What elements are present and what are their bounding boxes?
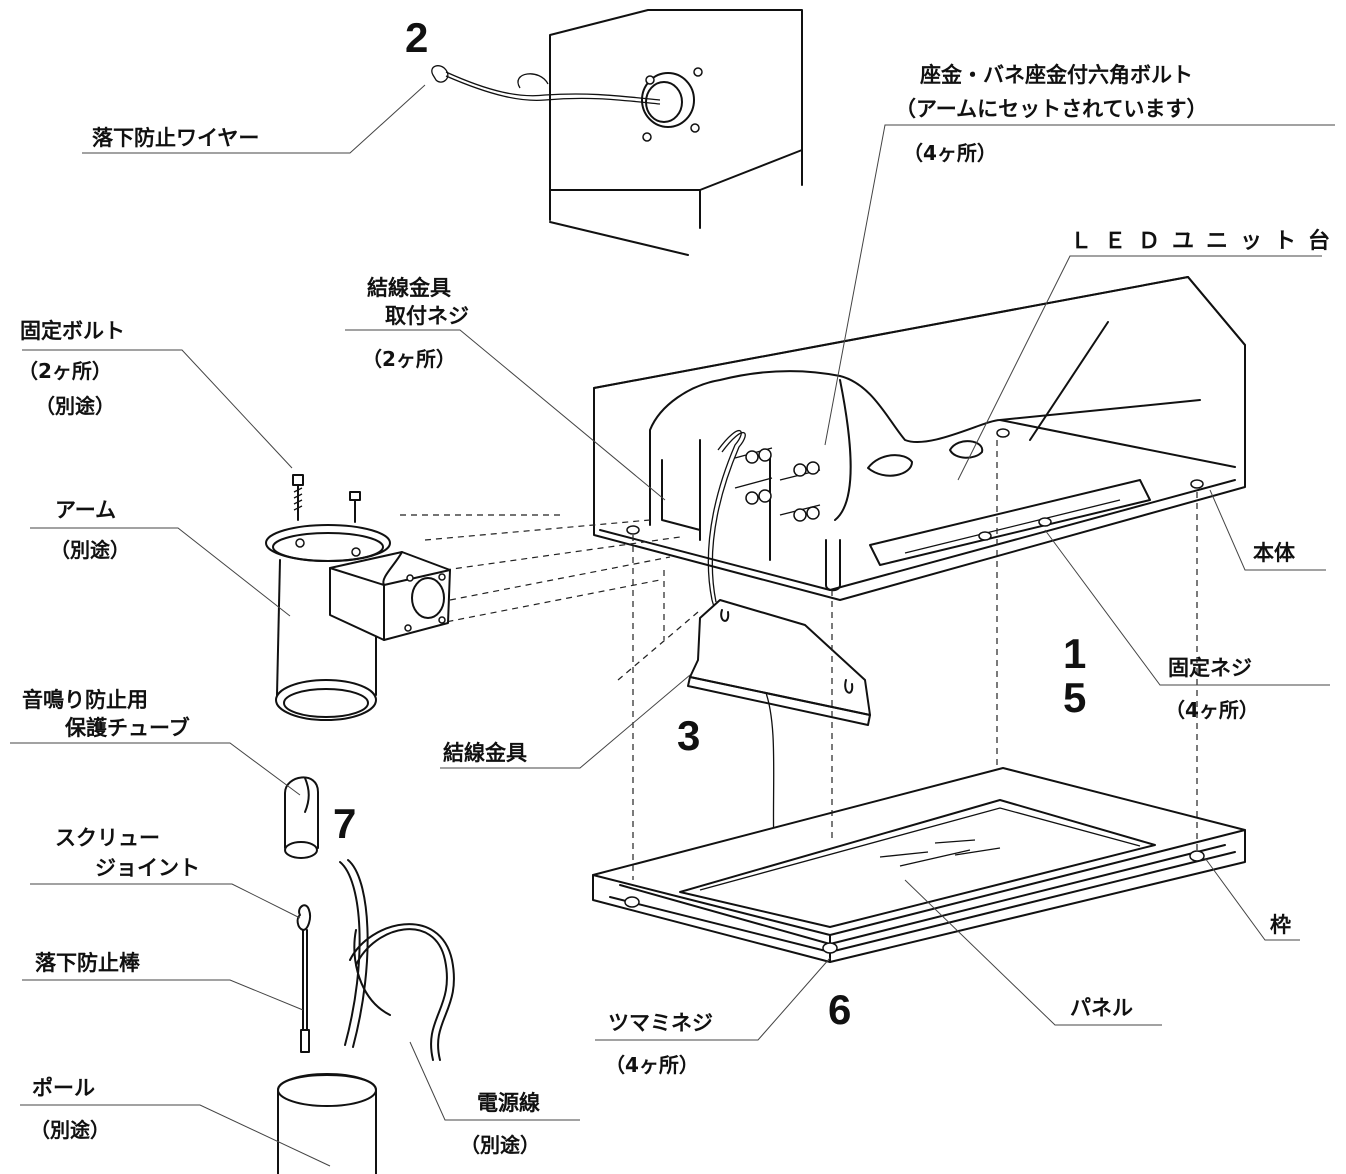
pole	[277, 1073, 377, 1174]
part-number-1: 1	[1063, 630, 1086, 677]
label-arm: アーム	[55, 498, 116, 522]
label-power-cable: 電源線	[477, 1091, 540, 1115]
label-body: 本体	[1253, 541, 1296, 565]
label-fixing-bolt-separate: （別途）	[35, 394, 115, 418]
label-fall-prevention-wire: 落下防止ワイヤー	[92, 126, 259, 150]
part-number-5: 5	[1063, 674, 1086, 721]
label-protective-tube-line1: 音鳴り防止用	[22, 688, 148, 712]
arm	[265, 524, 451, 721]
label-fixing-screw-count: （4ヶ所）	[1165, 698, 1259, 722]
label-hex-bolt-count: （4ヶ所）	[903, 141, 997, 165]
ceiling-box	[549, 9, 803, 256]
main-body	[593, 276, 1246, 881]
label-wiring-bracket-screw-line1: 結線金具	[367, 276, 451, 300]
label-fixing-bolt: 固定ボルト	[20, 319, 125, 343]
label-pole-separate: （別途）	[30, 1118, 110, 1142]
label-thumb-screw: ツマミネジ	[608, 1011, 713, 1035]
fall-prevention-wire	[431, 65, 661, 105]
label-screw-joint-line2: ジョイント	[95, 856, 200, 880]
protective-tube	[284, 776, 319, 859]
label-arm-separate: （別途）	[50, 538, 130, 562]
part-number-7: 7	[333, 800, 356, 847]
label-protective-tube-line2: 保護チューブ	[64, 716, 190, 740]
label-pole: ポール	[32, 1076, 95, 1100]
label-wiring-bracket-screw-line2: 取付ネジ	[385, 304, 469, 328]
label-frame: 枠	[1270, 913, 1291, 937]
label-wiring-bracket-screw-count: （2ヶ所）	[362, 347, 456, 371]
part-number-6: 6	[828, 986, 851, 1033]
fixing-bolts	[292, 474, 361, 523]
fall-prevention-rod	[296, 904, 312, 1053]
label-fall-prevention-rod: 落下防止棒	[35, 951, 141, 975]
label-hex-bolt-line2: （アームにセットされています）	[895, 97, 1207, 121]
label-panel: パネル	[1070, 996, 1133, 1020]
label-led-unit-base: ＬＥＤユニット台	[1070, 228, 1342, 254]
part-number-2: 2	[405, 14, 428, 61]
label-fixing-screw: 固定ネジ	[1168, 656, 1252, 680]
label-fixing-bolt-count: （2ヶ所）	[18, 359, 112, 383]
wiring-bracket	[687, 599, 871, 726]
label-hex-bolt-line1: 座金・バネ座金付六角ボルト	[920, 63, 1193, 87]
power-cable	[339, 859, 455, 1061]
part-number-3: 3	[677, 712, 700, 759]
ceiling-box-opening	[641, 67, 703, 142]
leader-lines	[10, 84, 1335, 1167]
label-thumb-screw-count: （4ヶ所）	[605, 1053, 699, 1077]
label-wiring-bracket: 結線金具	[443, 741, 527, 765]
terminal-bolts	[734, 447, 821, 522]
label-power-cable-separate: （別途）	[460, 1133, 540, 1157]
label-screw-joint-line1: スクリュー	[55, 826, 160, 850]
panel-frame	[592, 767, 1246, 963]
alignment-guides	[400, 440, 1198, 880]
